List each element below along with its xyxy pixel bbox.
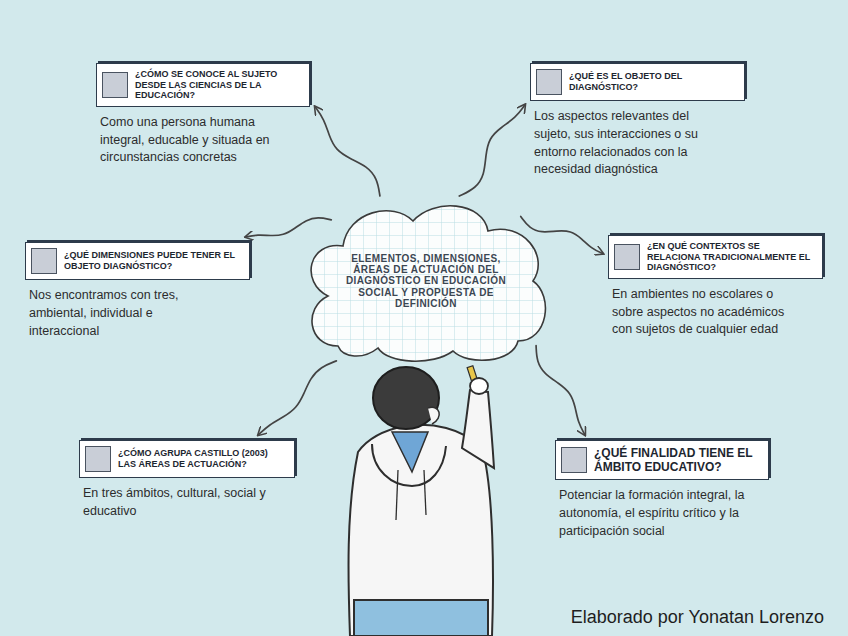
question-box: ¿CÓMO SE CONOCE AL SUJETO DESDE LAS CIEN… (96, 63, 310, 167)
hair (373, 367, 439, 429)
question-text: ¿QUÉ DIMENSIONES PUEDE TENER EL OBJETO D… (64, 250, 241, 271)
hoodie-string (424, 470, 426, 515)
question-box: ¿QUÉ ES EL OBJETO DEL DIAGNÓSTICO? Los as… (530, 63, 745, 179)
question-box: ¿QUÉ FINALIDAD TIENE EL ÁMBITO EDUCATIVO… (555, 440, 769, 541)
icon-square (561, 447, 587, 473)
answer-text: En tres ámbitos, cultural, social y educ… (79, 485, 288, 521)
hand (470, 378, 488, 394)
question-header: ¿CÓMO AGRUPA CASTILLO (2003) LAS ÁREAS D… (79, 440, 295, 478)
shirt-collar (392, 432, 428, 472)
icon-square (85, 446, 111, 472)
hoodie-string (396, 470, 398, 520)
question-text: ¿CÓMO AGRUPA CASTILLO (2003) LAS ÁREAS D… (118, 448, 286, 469)
icon-square (536, 69, 562, 95)
author-credit: Elaborado por Yonatan Lorenzo (571, 607, 824, 628)
answer-text: Nos encontramos con tres, ambiental, ind… (25, 287, 194, 340)
answer-text: Potenciar la formación integral, la auto… (555, 487, 754, 540)
question-text: ¿EN QUÉ CONTEXTOS SE RELACIONA TRADICION… (647, 241, 814, 273)
title-cloud: ELEMENTOS, DIMENSIONES, ÁREAS DE ACTUACI… (298, 196, 554, 366)
question-box: ¿EN QUÉ CONTEXTOS SE RELACIONA TRADICION… (608, 235, 823, 339)
question-box: ¿QUÉ DIMENSIONES PUEDE TENER EL OBJETO D… (25, 242, 250, 340)
question-text: ¿CÓMO SE CONOCE AL SUJETO DESDE LAS CIEN… (135, 69, 301, 101)
icon-square (31, 248, 57, 274)
cloud-shape (311, 206, 545, 361)
question-header: ¿EN QUÉ CONTEXTOS SE RELACIONA TRADICION… (608, 235, 823, 279)
question-text: ¿QUÉ ES EL OBJETO DEL DIAGNÓSTICO? (569, 71, 736, 92)
title-text: ELEMENTOS, DIMENSIONES, ÁREAS DE ACTUACI… (337, 253, 515, 309)
question-header: ¿QUÉ DIMENSIONES PUEDE TENER EL OBJETO D… (25, 242, 250, 280)
squiggle-arrow (536, 346, 585, 435)
question-header: ¿CÓMO SE CONOCE AL SUJETO DESDE LAS CIEN… (96, 63, 310, 107)
squiggle-arrow (246, 218, 332, 237)
answer-text: En ambientes no escolares o sobre aspect… (608, 286, 802, 339)
raised-arm (462, 390, 494, 468)
squiggle-arrow (459, 105, 525, 196)
squiggle-arrow (315, 107, 380, 196)
answer-text: Los aspectos relevantes del sujeto, sus … (530, 108, 714, 179)
hoodie (348, 425, 493, 636)
question-header: ¿QUÉ ES EL OBJETO DEL DIAGNÓSTICO? (530, 63, 745, 101)
answer-text: Como una persona humana integral, educab… (96, 114, 292, 167)
question-box: ¿CÓMO AGRUPA CASTILLO (2003) LAS ÁREAS D… (79, 440, 295, 521)
question-header: ¿QUÉ FINALIDAD TIENE EL ÁMBITO EDUCATIVO… (555, 440, 769, 480)
ear (428, 407, 439, 424)
icon-square (614, 244, 640, 270)
question-text: ¿QUÉ FINALIDAD TIENE EL ÁMBITO EDUCATIVO… (594, 446, 760, 474)
icon-square (102, 72, 128, 98)
jeans (354, 600, 488, 636)
squiggle-arrow (258, 361, 336, 435)
